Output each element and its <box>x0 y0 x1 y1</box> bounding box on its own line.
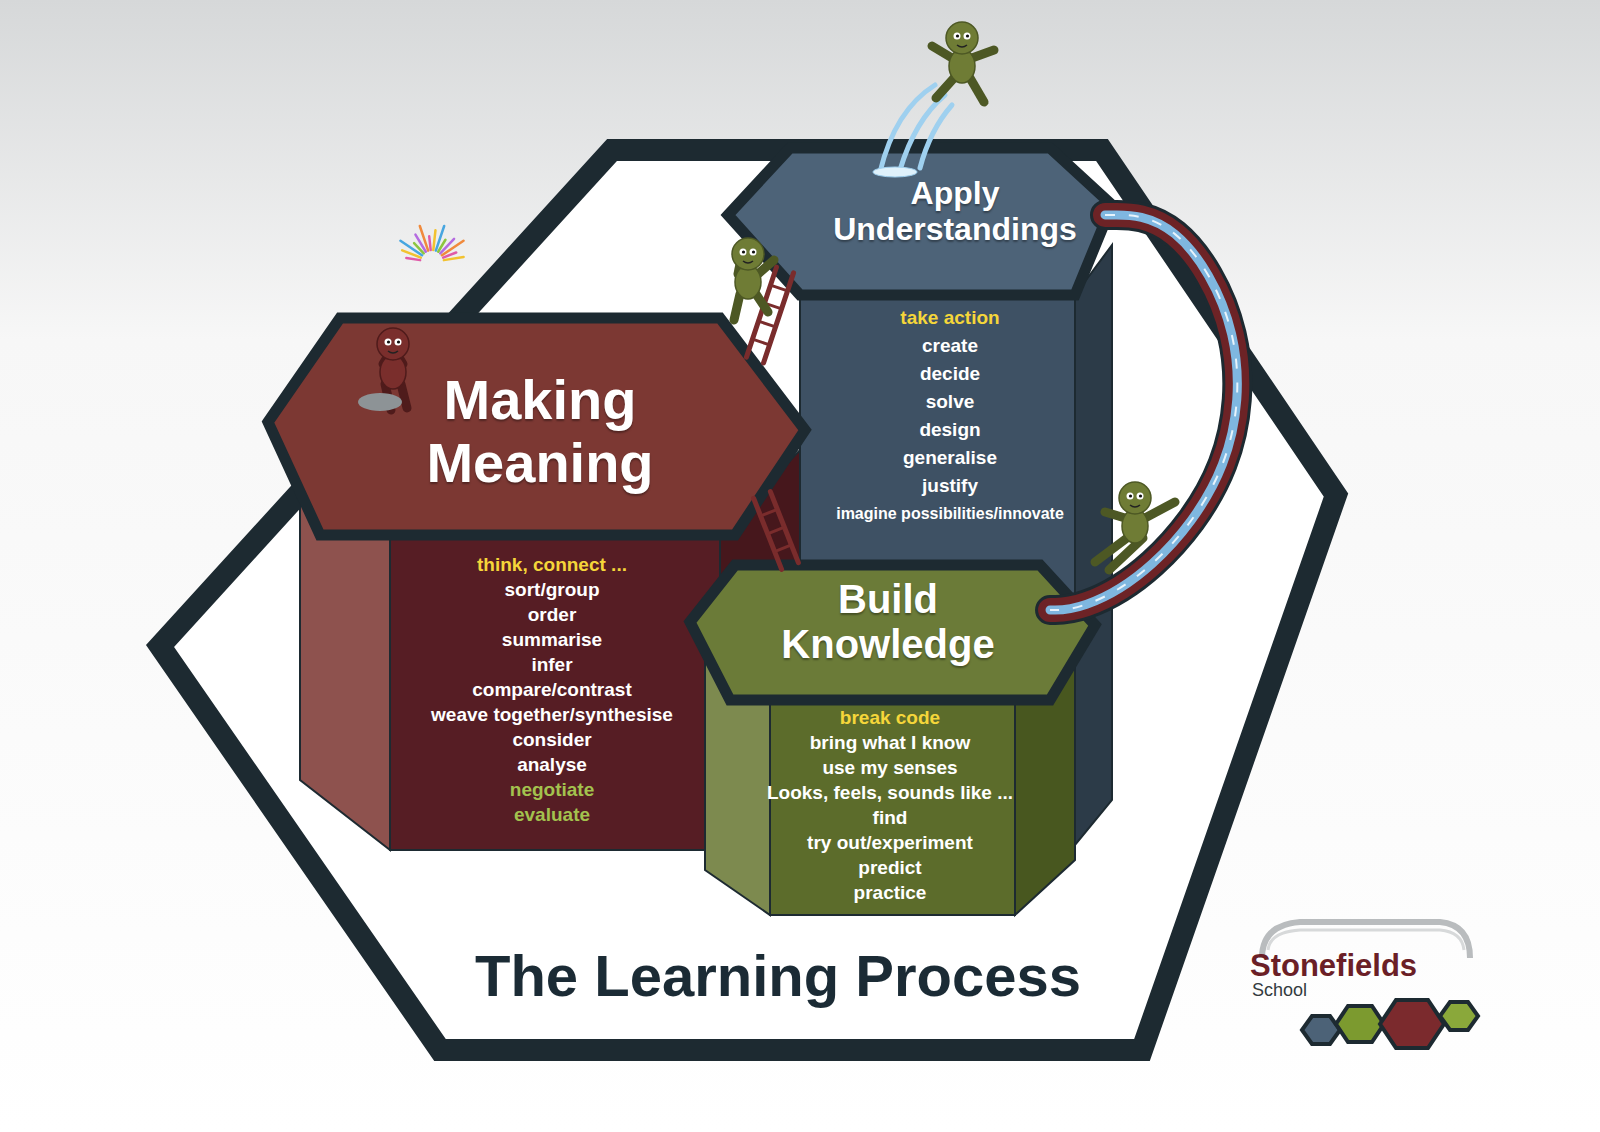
ladder-rung <box>764 303 781 309</box>
verb-item: order <box>431 602 673 627</box>
ladder-rung <box>761 509 778 516</box>
ladder-rung <box>758 321 775 327</box>
firework-spark <box>415 235 425 252</box>
verb-item: think, connect ... <box>431 552 673 577</box>
verb-item: weave together/synthesise <box>431 702 673 727</box>
firework-spark <box>429 236 431 250</box>
build-knowledge-prism: Build Knowledge break codebring what I kn… <box>688 560 1098 940</box>
ladder-rail <box>764 273 794 363</box>
verb-list: break codebring what I knowuse my senses… <box>767 705 1013 905</box>
verb-item: Looks, feels, sounds like ... <box>767 780 1013 805</box>
title: The Learning Process <box>475 942 1081 1009</box>
ladder-rung <box>768 527 785 534</box>
verb-item: analyse <box>431 752 673 777</box>
ladder-rail <box>770 492 798 563</box>
prism-face <box>390 535 720 850</box>
rock <box>358 393 402 411</box>
firework-spark <box>438 240 445 252</box>
slide-edge <box>1050 215 1237 610</box>
verb-item: break code <box>767 705 1013 730</box>
character <box>377 328 409 410</box>
hexagon-top <box>268 318 805 535</box>
verb-item: generalise <box>836 444 1064 472</box>
stage-heading: Making Meaning <box>426 369 653 494</box>
slide-connector <box>1050 215 1237 610</box>
slide-body <box>1050 215 1237 610</box>
firework-spark <box>440 239 454 253</box>
verb-list: think, connect ...sort/groupordersummari… <box>431 552 673 827</box>
firework-spark <box>406 258 420 260</box>
verb-item: infer <box>431 652 673 677</box>
outer-hexagon <box>160 150 1336 1050</box>
verb-item: design <box>836 416 1064 444</box>
verb-item: take action <box>836 304 1064 332</box>
firework-spark <box>436 226 444 251</box>
stage-heading: Build Knowledge <box>781 577 994 667</box>
firework-spark <box>420 226 428 251</box>
verb-item: negotiate <box>431 777 673 802</box>
ladder-connector <box>754 492 799 570</box>
ladder-rail <box>754 498 782 569</box>
hexagon-top <box>728 148 1112 295</box>
ladder-rung <box>770 285 787 291</box>
firework-spark <box>414 243 424 253</box>
verb-item: compare/contrast <box>431 677 673 702</box>
prism-face <box>1075 245 1112 845</box>
ladder-rail <box>746 267 776 357</box>
ladder-connector <box>746 267 793 363</box>
ladder-rung <box>775 545 792 552</box>
character <box>932 22 994 102</box>
firework-spark <box>442 241 464 256</box>
logo-subtitle: School <box>1252 980 1307 1001</box>
slide-splash <box>1050 215 1237 610</box>
verb-item: practice <box>767 880 1013 905</box>
verb-item: use my senses <box>767 755 1013 780</box>
verb-item: summarise <box>431 627 673 652</box>
slide-water <box>1050 215 1237 610</box>
stage-heading: Apply Understandings <box>833 176 1077 248</box>
verb-list: take actioncreatedecidesolvedesigngenera… <box>836 304 1064 528</box>
splash-pool <box>873 167 917 177</box>
verb-item: consider <box>431 727 673 752</box>
verb-item: bring what I know <box>767 730 1013 755</box>
verb-item: create <box>836 332 1064 360</box>
verb-item: decide <box>836 360 1064 388</box>
verb-item: sort/group <box>431 577 673 602</box>
ladder-rung <box>752 339 769 345</box>
character <box>1095 482 1175 570</box>
firework-spark <box>400 241 422 256</box>
verb-item: justify <box>836 472 1064 500</box>
verb-item: try out/experiment <box>767 830 1013 855</box>
verb-item: solve <box>836 388 1064 416</box>
verb-item: find <box>767 805 1013 830</box>
firework-spark <box>443 252 456 257</box>
verb-item: predict <box>767 855 1013 880</box>
firework-spark <box>402 250 421 257</box>
verb-item: imagine possibilities/innovate <box>836 500 1064 528</box>
character <box>732 238 774 320</box>
logo-name: Stonefields <box>1250 948 1417 984</box>
water-splash <box>880 85 952 172</box>
firework-spark <box>444 257 464 260</box>
verb-item: evaluate <box>431 802 673 827</box>
hexagon-top <box>690 565 1095 700</box>
firework-spark <box>433 230 435 250</box>
